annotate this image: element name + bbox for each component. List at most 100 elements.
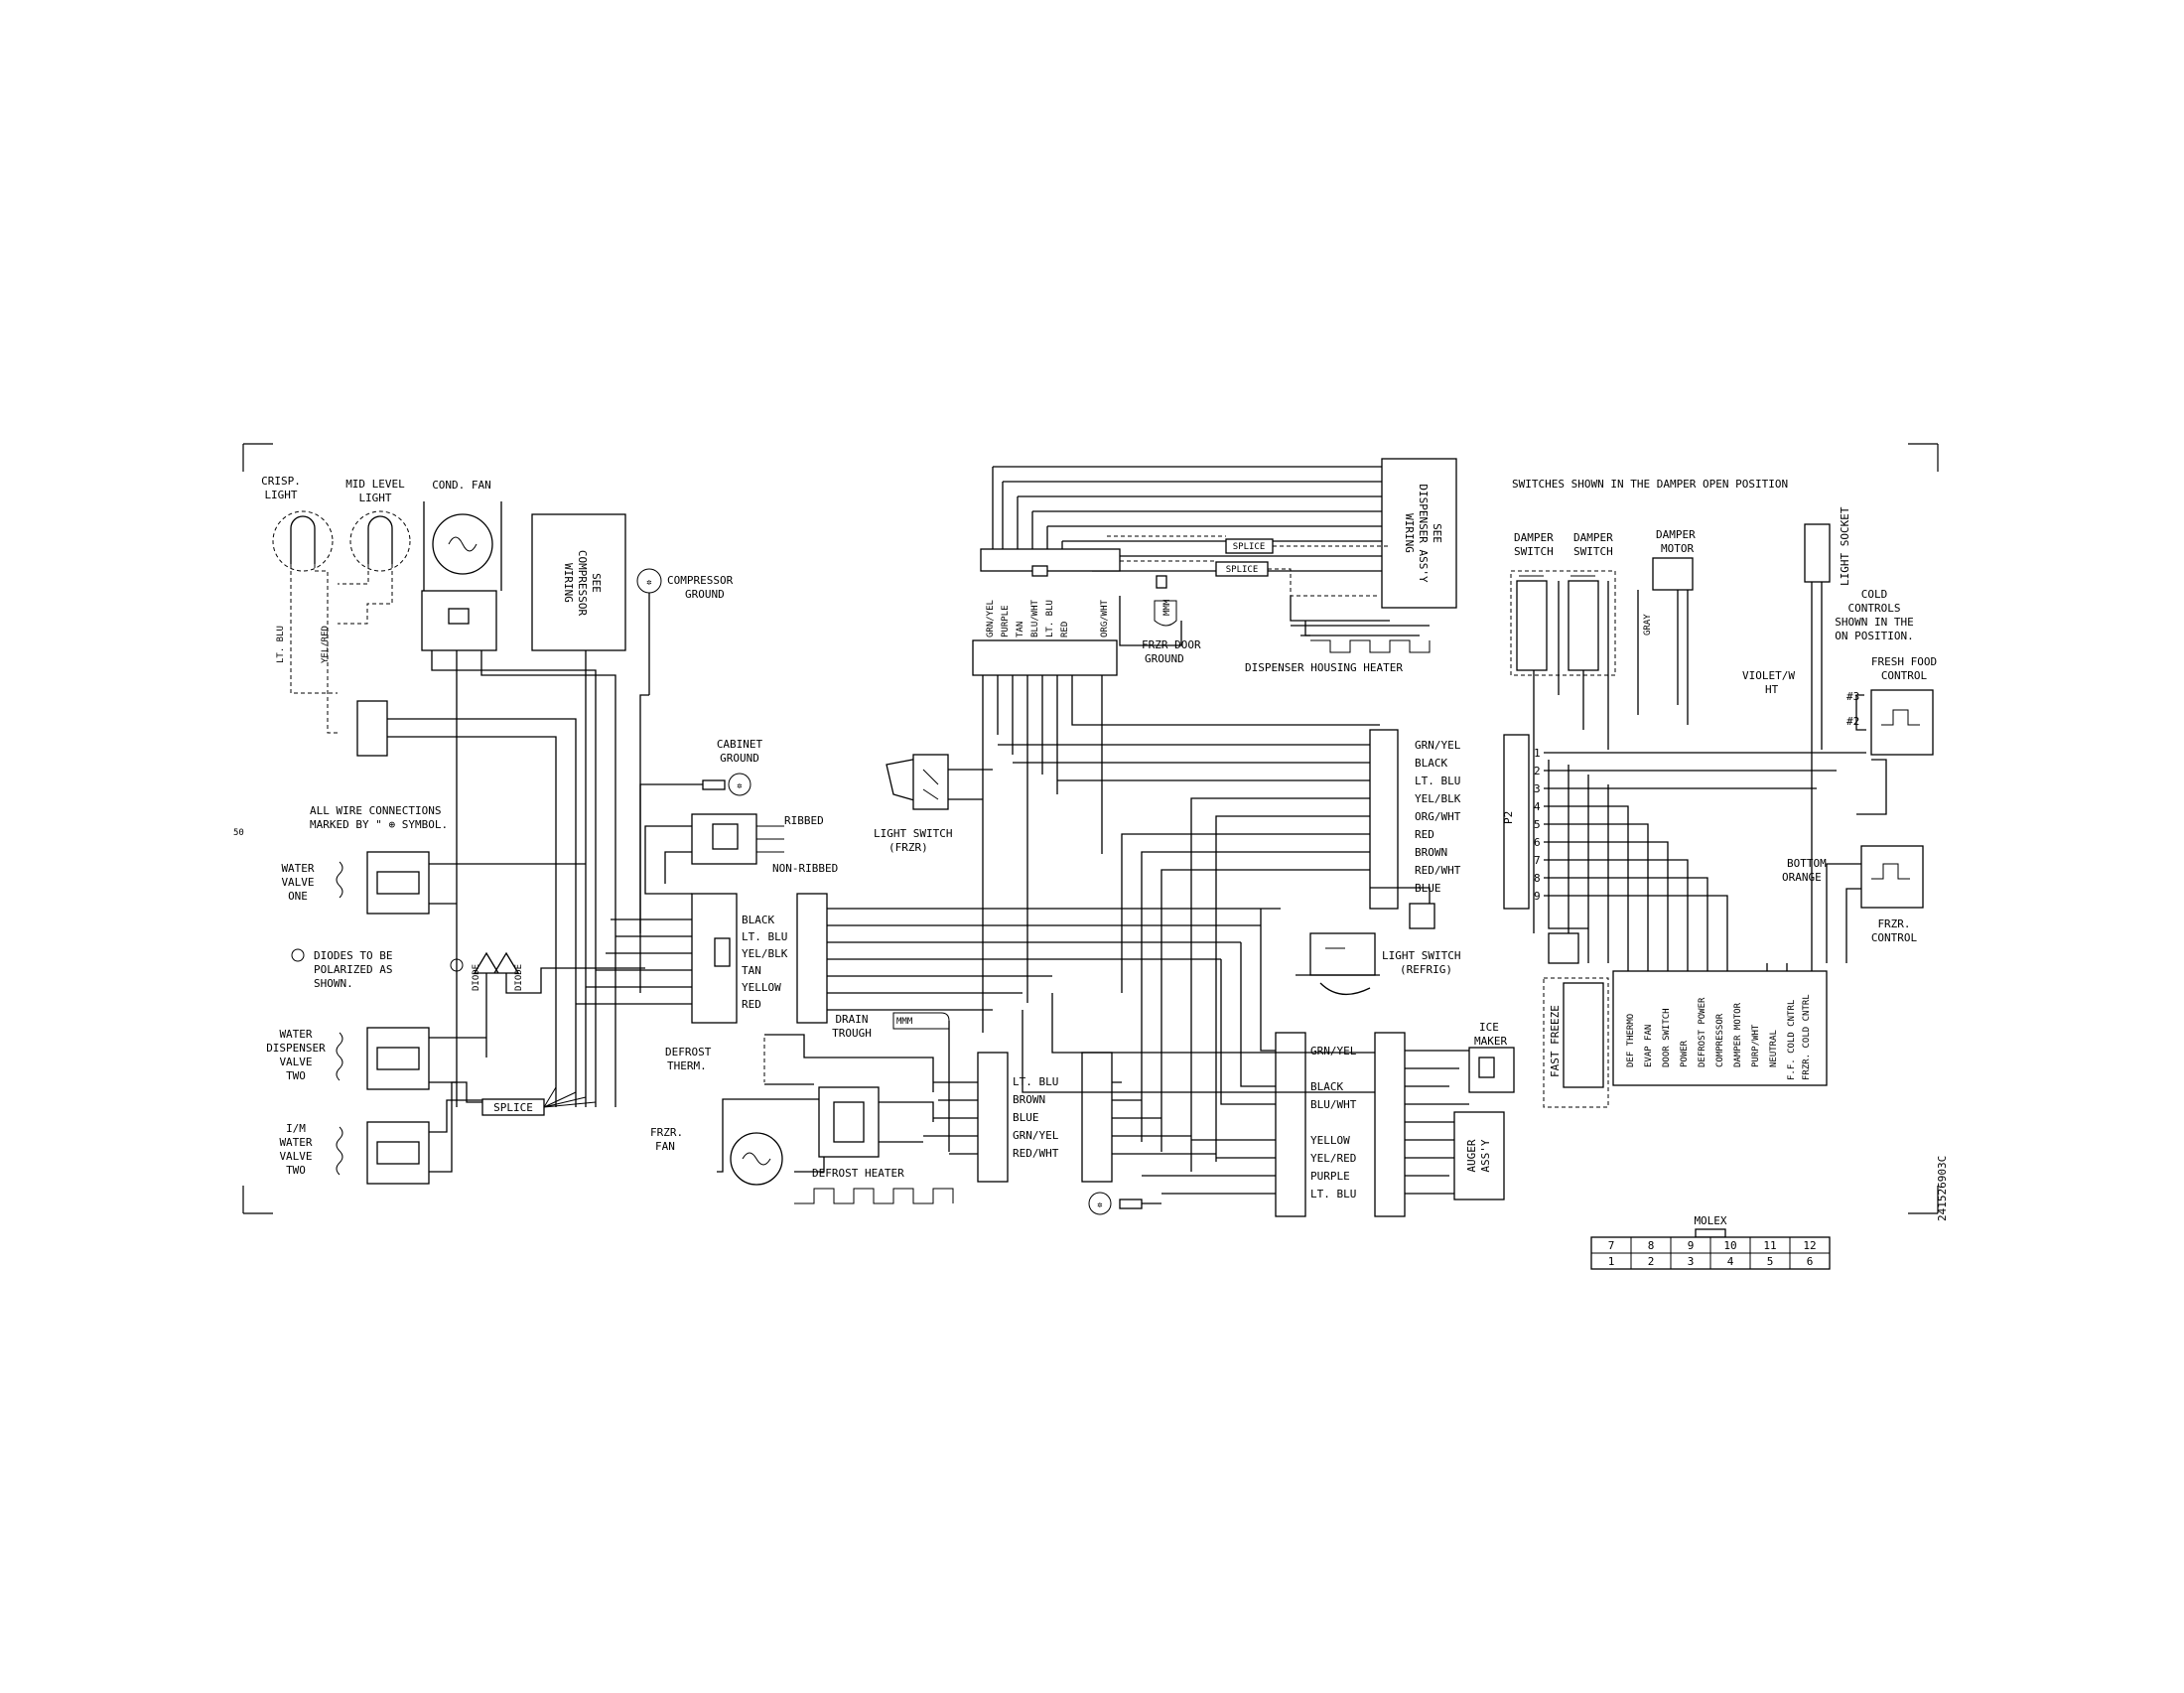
cond-fan: COND. FAN [421, 479, 502, 651]
svg-text:9: 9 [1688, 1239, 1695, 1252]
damper-switches: DAMPER SWITCH DAMPER SWITCH [1510, 531, 1616, 760]
svg-text:WATER: WATER [279, 1136, 312, 1149]
svg-text:12: 12 [1803, 1239, 1816, 1252]
light-switch-refrig: LIGHT SWITCH (REFRIG) [1296, 932, 1460, 995]
connector-right-9: GRN/YEL BLACK LT. BLU YEL/BLK ORG/WHT RE… [998, 729, 1461, 1172]
svg-text:ON POSITION.: ON POSITION. [1835, 630, 1913, 642]
svg-text:2: 2 [1534, 765, 1541, 777]
svg-text:✲: ✲ [1097, 1200, 1102, 1210]
svg-text:DAMPER: DAMPER [1573, 531, 1613, 544]
svg-text:✲: ✲ [737, 781, 742, 791]
svg-text:COMPRESSOR: COMPRESSOR [667, 574, 734, 587]
svg-text:CONTROL: CONTROL [1871, 931, 1918, 944]
svg-text:#2: #2 [1846, 715, 1859, 728]
svg-text:DOOR SWITCH: DOOR SWITCH [1662, 1008, 1672, 1067]
svg-text:ICE: ICE [1479, 1021, 1499, 1034]
svg-text:ALL WIRE CONNECTIONS: ALL WIRE CONNECTIONS [310, 804, 441, 817]
svg-text:(FRZR): (FRZR) [888, 841, 928, 854]
svg-text:8: 8 [1534, 872, 1541, 885]
svg-text:PURPLE: PURPLE [1001, 605, 1011, 637]
svg-text:COMPRESSOR: COMPRESSOR [1715, 1013, 1725, 1067]
fast-freeze: FAST FREEZE [1543, 932, 1609, 1108]
connector-fan-5: LT. BLU BROWN BLUE GRN/YEL RED/WHT [923, 1052, 1059, 1183]
svg-text:VALVE: VALVE [279, 1150, 312, 1163]
top-connector-8: GRN/YEL PURPLE TAN BLU/WHT LT. BLU RED O… [972, 599, 1380, 1033]
mid-level-light: MID LEVEL LIGHT [345, 478, 411, 572]
svg-text:YEL/RED: YEL/RED [321, 626, 331, 663]
svg-text:VALVE: VALVE [279, 1056, 312, 1068]
see-compressor-wiring-box: SEE COMPRESSOR WIRING [531, 513, 626, 651]
svg-text:LT. BLU: LT. BLU [1045, 600, 1055, 637]
svg-text:LIGHT SOCKET: LIGHT SOCKET [1839, 506, 1851, 586]
svg-text:POWER: POWER [1680, 1040, 1690, 1067]
svg-text:9: 9 [1534, 890, 1541, 903]
svg-text:LT. BLU: LT. BLU [1415, 775, 1460, 787]
svg-text:YELLOW: YELLOW [1310, 1134, 1350, 1147]
diodes: DIODE DIODE [450, 951, 645, 1058]
svg-text:F.F. COLD CNTRL: F.F. COLD CNTRL [1787, 1000, 1797, 1080]
svg-text:LT. BLU: LT. BLU [742, 930, 787, 943]
svg-text:ORG/WHT: ORG/WHT [1100, 599, 1110, 637]
svg-text:ORANGE: ORANGE [1782, 871, 1822, 884]
svg-text:MAKER: MAKER [1474, 1035, 1507, 1048]
svg-text:GRN/YEL: GRN/YEL [1013, 1129, 1059, 1142]
svg-text:LT. BLU: LT. BLU [1310, 1188, 1356, 1200]
svg-text:COND. FAN: COND. FAN [432, 479, 491, 492]
crop-marks [242, 443, 1939, 1214]
svg-text:LT. BLU: LT. BLU [1013, 1075, 1058, 1088]
svg-text:DIODES TO BE: DIODES TO BE [314, 949, 392, 962]
svg-text:YEL/BLK: YEL/BLK [742, 947, 788, 960]
svg-text:GRN/YEL: GRN/YEL [1310, 1045, 1357, 1058]
svg-text:GRN/YEL: GRN/YEL [986, 600, 996, 637]
svg-text:FRZR DOOR: FRZR DOOR [1142, 638, 1201, 651]
svg-text:6: 6 [1807, 1255, 1814, 1268]
svg-text:NEUTRAL: NEUTRAL [1769, 1030, 1779, 1067]
p2-connector: P2 1 2 3 4 5 6 7 8 9 [1502, 734, 1866, 963]
connector-lower-9: GRN/YEL BLACK BLU/WHT YELLOW YEL/RED PUR… [1142, 909, 1357, 1217]
svg-text:HT: HT [1765, 683, 1779, 696]
svg-text:SPLICE: SPLICE [1233, 542, 1266, 552]
connector-center-6 [796, 893, 1281, 1024]
svg-text:10: 10 [1723, 1239, 1736, 1252]
svg-text:BOTTOM: BOTTOM [1787, 857, 1827, 870]
drain-trough: MMM DRAIN TROUGH [832, 1012, 950, 1152]
svg-text:NON-RIBBED: NON-RIBBED [772, 862, 838, 875]
connector-left-6: BLACK LT. BLU YEL/BLK TAN YELLOW RED [576, 893, 788, 1024]
frzr-door-ground: MMM FRZR DOOR GROUND [1142, 575, 1201, 665]
svg-text:AUGER: AUGER [1465, 1139, 1478, 1172]
part-number: 241526903C [1936, 1156, 1949, 1221]
svg-text:SEE: SEE [590, 573, 603, 593]
svg-text:BLACK: BLACK [742, 914, 774, 926]
svg-text:DIODE: DIODE [514, 964, 524, 991]
svg-text:I/M: I/M [286, 1122, 306, 1135]
svg-text:DISPENSER HOUSING HEATER: DISPENSER HOUSING HEATER [1245, 661, 1403, 674]
connector-mid-lower: ✲ [1081, 1052, 1216, 1215]
frzr-fan: FRZR. FAN [650, 1098, 825, 1186]
svg-text:2: 2 [1648, 1255, 1655, 1268]
svg-text:ASS'Y: ASS'Y [1479, 1139, 1492, 1172]
svg-text:MARKED BY " ⊕ SYMBOL.: MARKED BY " ⊕ SYMBOL. [310, 818, 448, 831]
control-board: DEF THERMO EVAP FAN DOOR SWITCH POWER DE… [1612, 963, 1828, 1086]
svg-text:P2: P2 [1502, 811, 1515, 824]
svg-text:PURP/WHT: PURP/WHT [1751, 1024, 1761, 1067]
svg-text:LIGHT SWITCH: LIGHT SWITCH [1382, 949, 1460, 962]
svg-text:THERM.: THERM. [667, 1059, 707, 1072]
svg-text:WIRING: WIRING [562, 563, 575, 603]
svg-text:TROUGH: TROUGH [832, 1027, 872, 1040]
svg-text:GROUND: GROUND [720, 752, 759, 765]
svg-text:BLACK: BLACK [1415, 757, 1447, 770]
svg-text:DAMPER: DAMPER [1514, 531, 1554, 544]
svg-text:GROUND: GROUND [685, 588, 725, 601]
svg-text:TWO: TWO [286, 1069, 306, 1082]
splice-left: SPLICE [481, 1086, 597, 1116]
svg-text:LIGHT: LIGHT [358, 492, 391, 504]
svg-text:FRZR.: FRZR. [1877, 917, 1910, 930]
svg-text:FRZR. COLD CNTRL: FRZR. COLD CNTRL [1802, 994, 1812, 1080]
svg-text:TAN: TAN [742, 964, 761, 977]
svg-text:SWITCH: SWITCH [1514, 545, 1554, 558]
svg-text:FAN: FAN [655, 1140, 675, 1153]
svg-text:SWITCH: SWITCH [1573, 545, 1613, 558]
svg-text:SEE: SEE [1431, 523, 1443, 543]
svg-text:8: 8 [1648, 1239, 1655, 1252]
